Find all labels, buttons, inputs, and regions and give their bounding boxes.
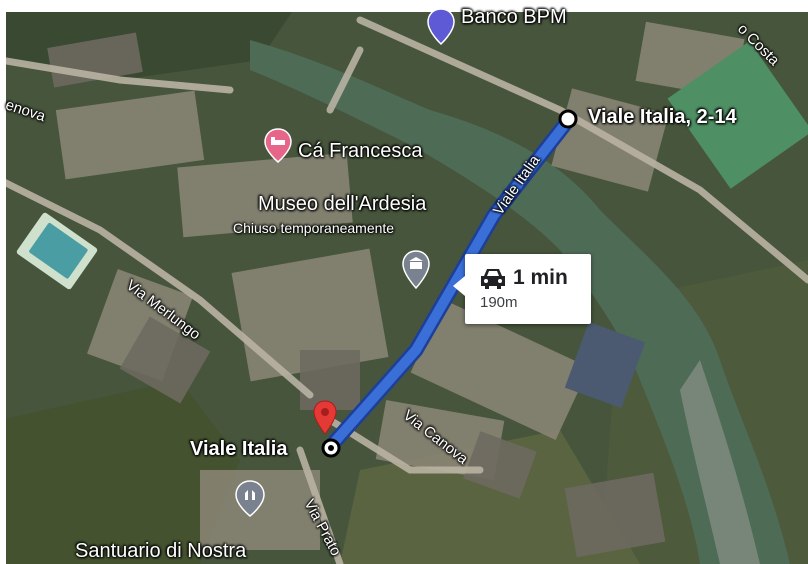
route-info-callout[interactable]: 1 min 190m <box>453 254 591 324</box>
museum-icon[interactable] <box>401 250 431 290</box>
route-start-label: Viale Italia <box>190 438 288 460</box>
route-duration: 1 min <box>513 266 568 289</box>
car-icon <box>481 269 505 289</box>
route-end-marker[interactable] <box>557 108 579 130</box>
church-label[interactable]: Santuario di Nostra <box>75 540 247 562</box>
top-border <box>0 0 808 12</box>
hotel-icon[interactable] <box>263 128 293 164</box>
route-start-marker[interactable] <box>319 436 343 460</box>
route-distance: 190m <box>480 294 518 311</box>
left-border <box>0 0 6 564</box>
museum-status: Chiuso temporaneamente <box>233 220 395 236</box>
museum-label[interactable]: Museo dell'Ardesia <box>258 193 427 215</box>
bank-icon[interactable] <box>426 8 456 46</box>
hotel-label[interactable]: Cá Francesca <box>298 140 423 162</box>
church-icon[interactable] <box>234 480 266 518</box>
bank-label[interactable]: Banco BPM <box>461 6 567 28</box>
route-end-label: Viale Italia, 2-14 <box>588 106 737 128</box>
destination-pin-icon[interactable] <box>312 400 338 436</box>
